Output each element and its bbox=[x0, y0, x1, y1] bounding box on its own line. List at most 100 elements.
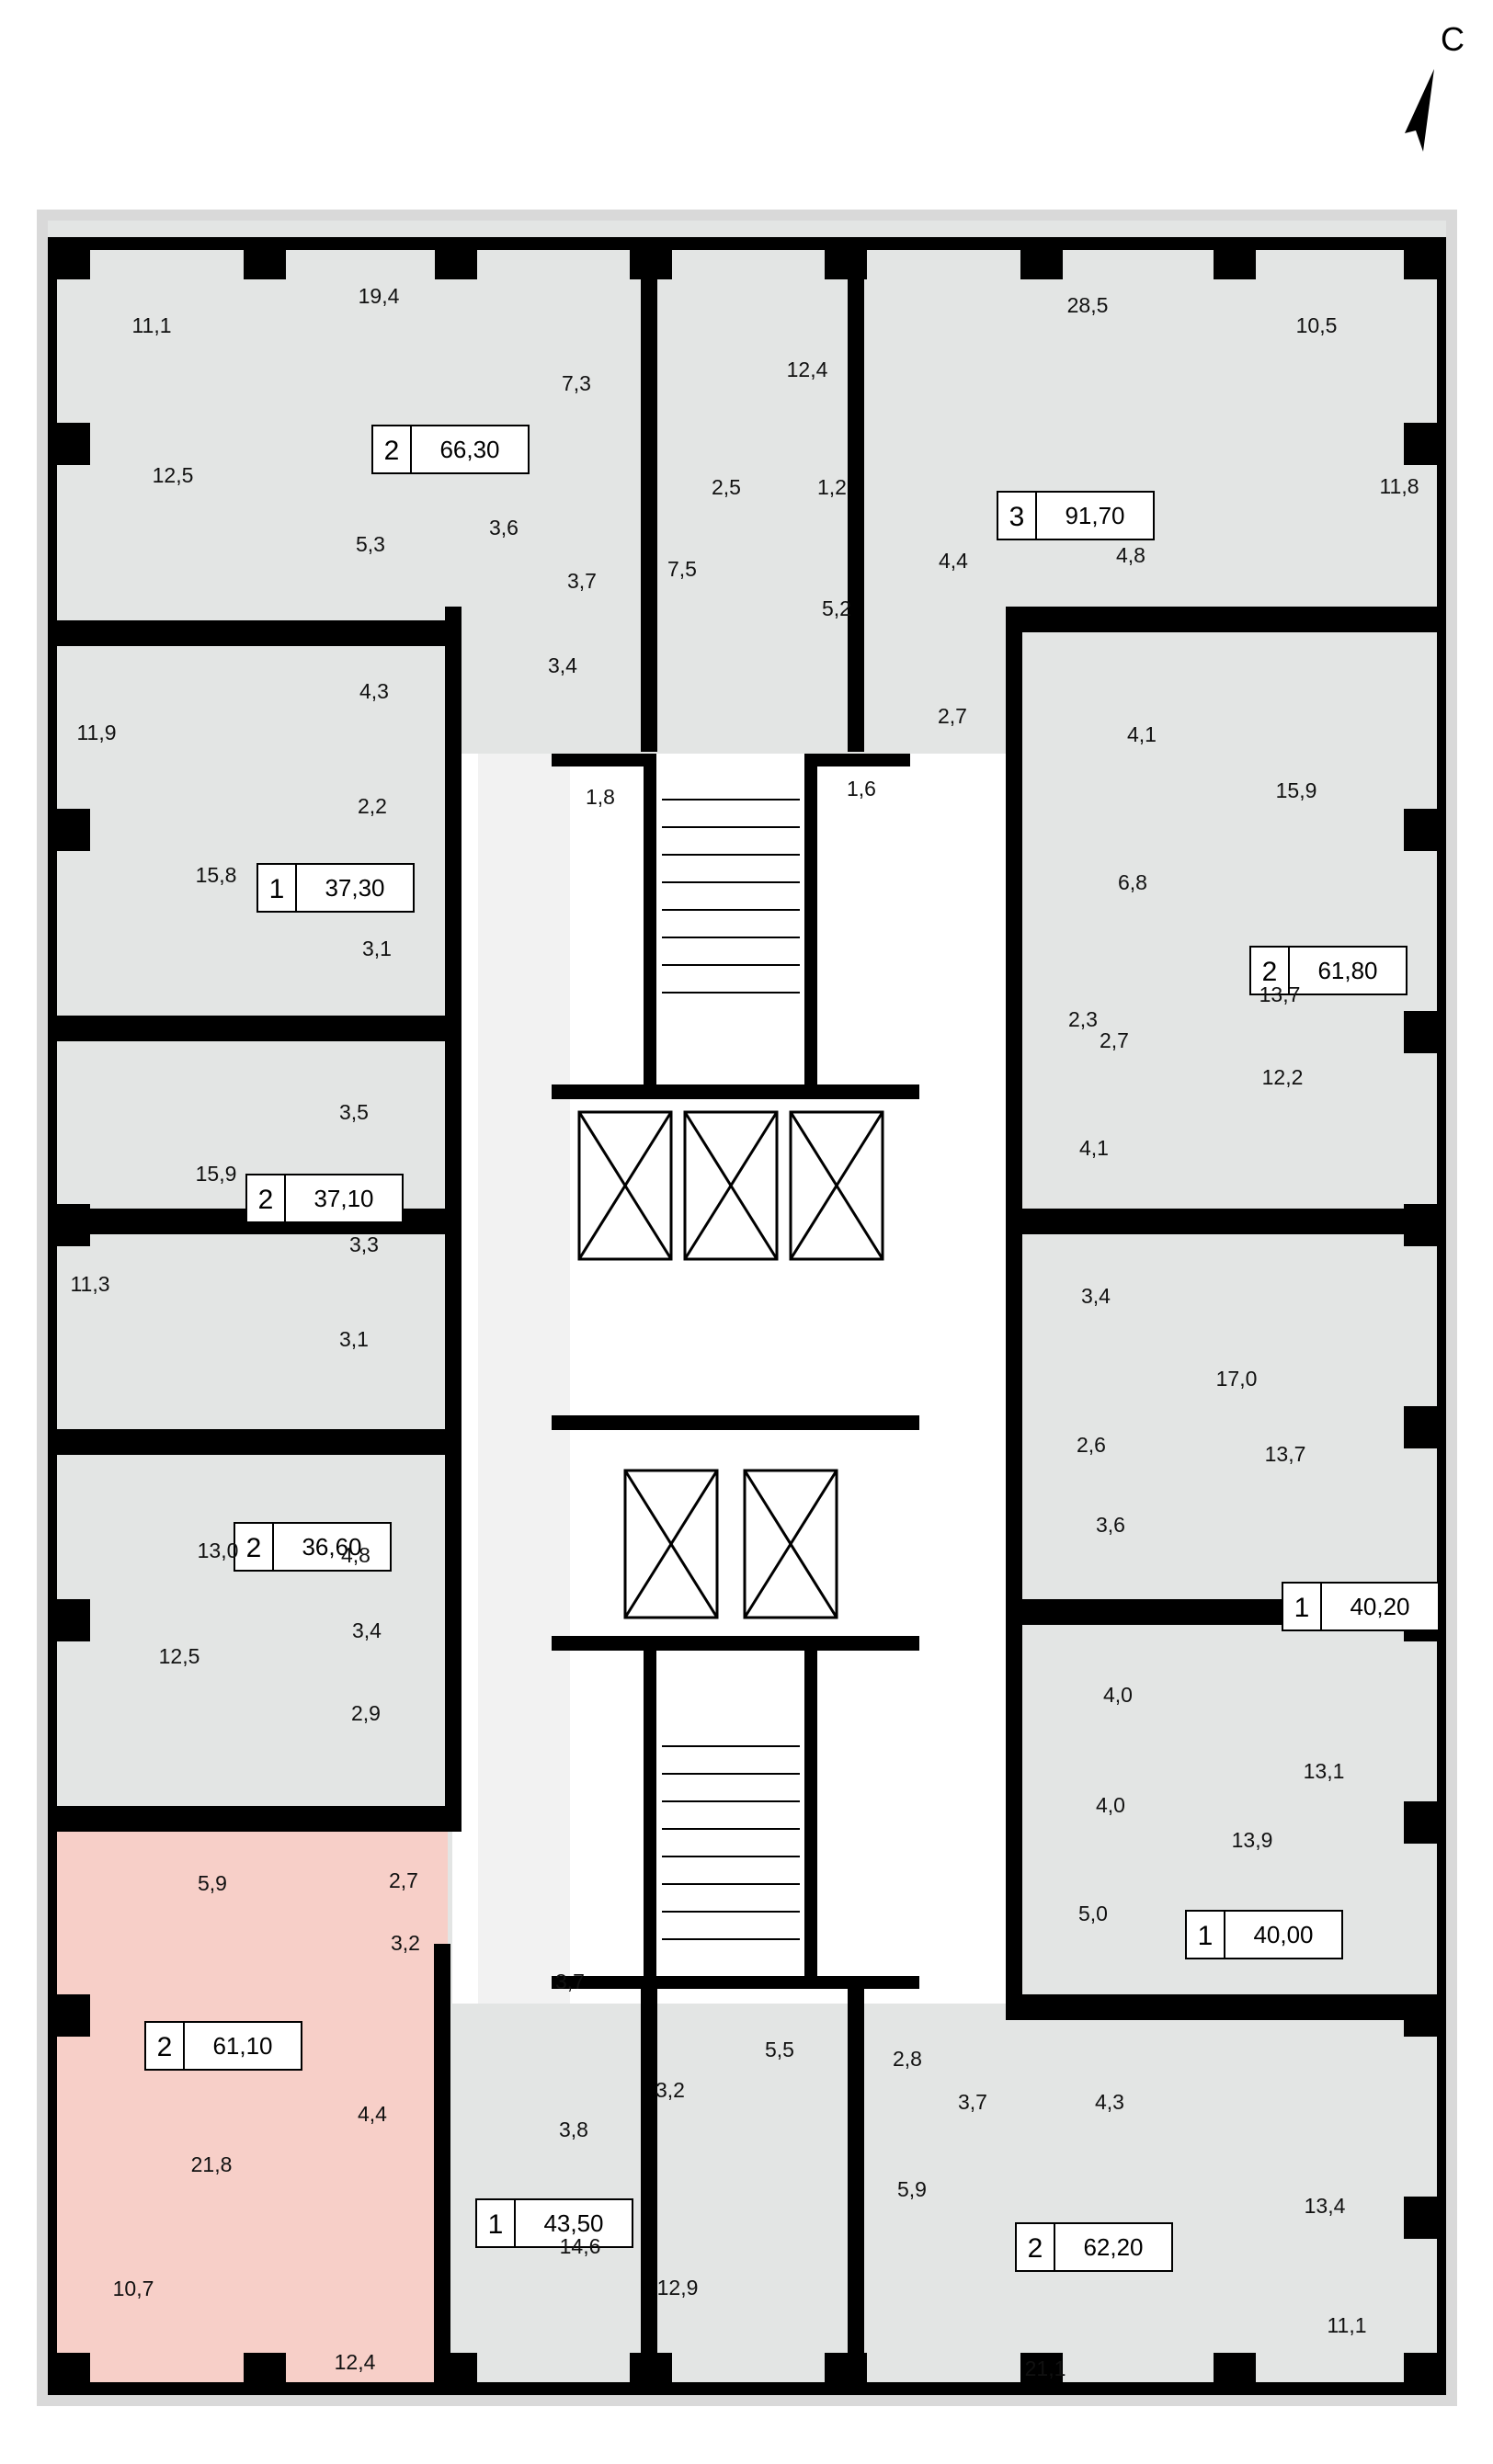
apartment-label-box bbox=[245, 1174, 404, 1223]
apartment-area: 43,50 bbox=[543, 2209, 603, 2237]
apartment-label-box bbox=[371, 425, 530, 474]
room-area-label: 4,3 bbox=[1095, 2090, 1124, 2114]
room-area-label: 21,1 bbox=[1025, 2356, 1066, 2380]
room-area-label: 12,4 bbox=[335, 2350, 376, 2374]
apartment-area: 40,00 bbox=[1253, 1921, 1313, 1948]
room-area-label: 11,3 bbox=[70, 1272, 109, 1296]
apartment-area: 91,70 bbox=[1065, 502, 1124, 529]
room-area-label: 13,4 bbox=[1305, 2194, 1346, 2218]
apartment-label-box bbox=[256, 863, 415, 913]
room-area-label: 3,1 bbox=[362, 937, 392, 960]
apartment-area: 61,80 bbox=[1317, 957, 1377, 984]
room-area-label: 4,0 bbox=[1103, 1683, 1133, 1707]
room-area-label: 3,3 bbox=[349, 1232, 379, 1256]
room-area-label: 5,0 bbox=[1078, 1902, 1108, 1925]
room-area-label: 11,1 bbox=[1327, 2313, 1366, 2337]
room-area-label: 4,4 bbox=[939, 549, 968, 573]
room-area-label: 3,8 bbox=[559, 2118, 588, 2141]
room-area-label: 21,8 bbox=[191, 2152, 233, 2176]
room-area-label: 13,1 bbox=[1304, 1759, 1345, 1783]
room-area-label: 3,7 bbox=[555, 1970, 585, 1993]
room-area-label: 13,7 bbox=[1265, 1442, 1306, 1466]
apartment-highlight[interactable] bbox=[48, 1824, 448, 2395]
room-area-label: 10,7 bbox=[113, 2277, 154, 2300]
room-area-label: 12,4 bbox=[787, 358, 828, 381]
room-area-label: 7,5 bbox=[667, 557, 697, 581]
stairs bbox=[662, 799, 800, 1940]
apartment-area: 40,20 bbox=[1350, 1593, 1409, 1620]
room-area-label: 3,4 bbox=[352, 1618, 382, 1642]
room-area-label: 13,7 bbox=[1259, 982, 1301, 1006]
room-area-label: 12,5 bbox=[159, 1644, 200, 1668]
room-area-label: 2,8 bbox=[893, 2047, 922, 2071]
room-area-label: 19,4 bbox=[359, 284, 400, 308]
room-area-label: 4,8 bbox=[1116, 543, 1145, 567]
room-area-label: 4,1 bbox=[1127, 722, 1157, 746]
room-area-label: 5,2 bbox=[822, 596, 851, 620]
room-area-label: 17,0 bbox=[1216, 1367, 1258, 1391]
room-area-label: 5,3 bbox=[356, 532, 385, 556]
room-area-label: 15,8 bbox=[196, 863, 237, 887]
room-area-label: 11,1 bbox=[131, 313, 171, 337]
columns bbox=[48, 237, 1446, 2395]
room-area-label: 3,7 bbox=[567, 569, 597, 593]
room-area-label: 12,5 bbox=[153, 463, 194, 487]
apartment-label-box bbox=[1282, 1582, 1440, 1631]
apartment-rooms: 1 bbox=[1198, 1921, 1214, 1951]
apartment-rooms: 2 bbox=[384, 436, 400, 466]
compass: С bbox=[1405, 20, 1465, 152]
room-area-label: 1,8 bbox=[586, 785, 615, 809]
room-area-label: 1,2 bbox=[817, 475, 847, 499]
apartment-area: 61,10 bbox=[212, 2032, 272, 2060]
room-area-label: 12,9 bbox=[657, 2276, 699, 2299]
room-area-label: 3,4 bbox=[1081, 1284, 1111, 1308]
room-area-label: 7,3 bbox=[562, 371, 591, 395]
core-walls bbox=[552, 754, 919, 1989]
room-area-label: 2,9 bbox=[351, 1701, 381, 1725]
room-area-label: 2,7 bbox=[389, 1868, 418, 1892]
room-area-label: 28,5 bbox=[1067, 293, 1109, 317]
room-area-label: 3,2 bbox=[655, 2078, 685, 2102]
room-area-label: 1,6 bbox=[847, 777, 876, 801]
room-area-label: 3,7 bbox=[958, 2090, 987, 2114]
apartment-label-box bbox=[144, 2021, 302, 2071]
apartment-area: 37,10 bbox=[313, 1185, 373, 1212]
north-arrow-icon bbox=[1405, 69, 1434, 152]
partition-walls bbox=[48, 237, 1446, 2395]
room-area-label: 5,9 bbox=[198, 1871, 227, 1895]
apartment-rooms: 1 bbox=[269, 874, 285, 904]
outer-walls bbox=[48, 237, 1446, 2395]
room-area-label: 11,8 bbox=[1379, 474, 1419, 498]
apartment-rooms: 2 bbox=[246, 1533, 262, 1563]
apartment-label-box bbox=[1015, 2222, 1173, 2272]
room-area-label: 4,0 bbox=[1096, 1793, 1125, 1817]
apartment-label-box bbox=[1249, 946, 1408, 995]
apartment-label-box bbox=[234, 1522, 392, 1572]
room-area-label: 4,3 bbox=[359, 679, 389, 703]
room-area-label: 2,5 bbox=[712, 475, 741, 499]
room-area-label: 3,1 bbox=[339, 1327, 369, 1351]
room-area-label: 3,2 bbox=[391, 1931, 420, 1955]
apartment-area: 62,20 bbox=[1083, 2233, 1143, 2261]
room-area-label: 2,2 bbox=[358, 794, 387, 818]
room-area-label: 5,9 bbox=[897, 2177, 927, 2201]
room-area-label: 4,8 bbox=[341, 1543, 370, 1567]
room-area-label: 2,3 bbox=[1068, 1007, 1098, 1031]
room-area-label: 4,4 bbox=[358, 2102, 387, 2126]
room-area-label: 5,5 bbox=[765, 2038, 794, 2061]
room-area-label: 14,6 bbox=[560, 2234, 601, 2258]
apartment-label-box bbox=[997, 491, 1155, 540]
